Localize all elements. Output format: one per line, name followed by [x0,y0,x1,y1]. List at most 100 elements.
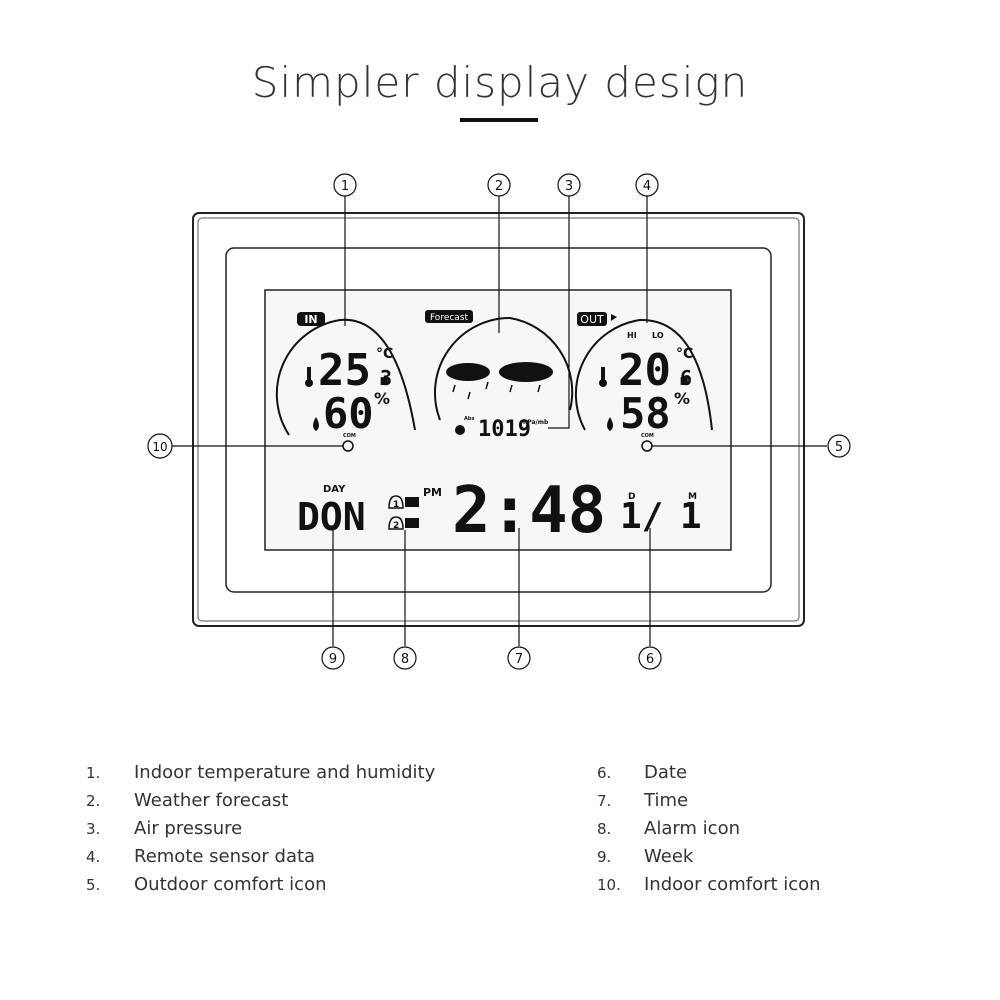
indoor-temperature-decimal: 3 [380,366,392,390]
diagram-title: Simpler display design [251,58,749,107]
clock-section: DAY DON 1 2 PM 2:48 D 1/ M 1 [297,474,702,548]
outdoor-temperature-unit: °C [676,346,693,362]
cloud-right-icon [499,362,553,382]
outdoor-arc [574,318,713,431]
legend-label: Weather forecast [134,790,289,811]
indoor-tag: IN [304,313,317,326]
lcd-screen [264,289,732,551]
callout-numbers: 1 2 3 4 5 6 7 8 9 10 [152,179,843,667]
legend-left: 1. Indoor temperature and humidity 2. We… [86,762,506,902]
callout-8: 8 [401,652,409,667]
outdoor-humidity-drop-icon [607,417,613,431]
indoor-temperature: 25. [318,345,397,396]
time-value: 2:48 [452,474,606,548]
ampm-label: PM [423,486,442,499]
legend-label: Indoor comfort icon [644,874,821,895]
callout-3: 3 [565,179,573,194]
forecast-tag-bg [425,310,473,323]
weekday-value: DON [297,495,366,539]
callout-10: 10 [152,440,167,454]
alarm-1-number: 1 [393,500,399,510]
alarm-1-segment-icon [405,497,419,507]
callout-7: 7 [515,652,523,667]
legend-number: 4. [86,848,101,866]
legend-item: 1. Indoor temperature and humidity [86,762,506,790]
outdoor-humidity: 58 [620,389,671,438]
callouts [172,196,827,646]
date-day-label: D [628,492,635,502]
outdoor-thermometer-bulb-icon [599,379,607,387]
legend-number: 8. [597,820,612,838]
indoor-section: IN 25. 3 °C 60 % COM [275,312,416,452]
alarm-2-number: 2 [393,521,399,531]
outdoor-temperature-decimal: 6 [680,366,692,390]
legend-item: 2. Weather forecast [86,790,506,818]
outdoor-temperature: 20. [618,345,697,396]
legend-label: Remote sensor data [134,846,316,867]
thermometer-bulb-icon [305,379,313,387]
legend-right: 6. Date 7. Time 8. Alarm icon 9. Week 10… [597,762,977,902]
forecast-tag: Forecast [430,313,469,323]
pressure-gauge-icon [455,425,465,435]
legend-label: Indoor temperature and humidity [134,762,436,783]
legend-label: Air pressure [134,818,243,839]
outdoor-tag-bg [577,312,607,326]
indoor-arc [275,318,416,436]
alarm-icons: 1 2 [388,495,419,531]
callout-9: 9 [329,652,337,667]
signal-icon [611,314,617,321]
legend-label: Time [644,790,689,811]
pressure-prefix: Abs [464,416,474,422]
alarm-1-bell-icon [388,495,404,509]
callout-5: 5 [835,440,843,455]
legend-number: 10. [597,876,621,894]
indoor-humidity: 60 [323,389,374,438]
callout-1: 1 [341,179,349,194]
legend-number: 9. [597,848,612,866]
legend-item: 3. Air pressure [86,818,506,846]
forecast-arc [433,316,574,421]
legend-label: Outdoor comfort icon [134,874,327,895]
indoor-humidity-unit: % [374,389,390,408]
cloud-left-icon [446,363,490,381]
legend-number: 2. [86,792,101,810]
callout-6: 6 [646,652,654,667]
rain-drops-icon [452,381,541,400]
legend-item: 4. Remote sensor data [86,846,506,874]
legend-number: 6. [597,764,612,782]
outdoor-comfort-label: COM [641,433,654,439]
title-underline [460,118,538,122]
outdoor-lo-label: LO [652,331,664,340]
legend-number: 5. [86,876,101,894]
thermometer-icon [307,367,311,381]
indoor-comfort-label: COM [343,433,356,439]
pressure-unit: hPa/mb [523,419,549,426]
pressure-value: 1019 [478,417,531,442]
legend-label: Alarm icon [644,818,741,839]
alarm-2-bell-icon [388,516,404,530]
legend-item: 6. Date [597,762,977,790]
legend-item: 5. Outdoor comfort icon [86,874,506,902]
legend-item: 10. Indoor comfort icon [597,874,977,902]
outdoor-thermometer-icon [601,367,605,381]
callout-4: 4 [643,179,651,194]
outdoor-section: OUT HI LO 20. 6 °C 58 % COM [574,312,713,452]
legend-item: 8. Alarm icon [597,818,977,846]
outdoor-tag: OUT [580,313,604,326]
indoor-tag-bg [297,312,325,326]
forecast-section: Forecast Abs 1019 hPa/mb [425,310,574,442]
legend-label: Date [644,762,688,783]
legend-number: 1. [86,764,101,782]
legend-item: 7. Time [597,790,977,818]
legend-item: 9. Week [597,846,977,874]
date-month-label: M [688,492,697,502]
day-label: DAY [323,484,346,495]
legend-label: Week [644,846,694,867]
legend-number: 7. [597,792,612,810]
alarm-2-segment-icon [405,518,419,528]
outdoor-hi-label: HI [627,331,637,340]
date-month-value: 1 [680,496,702,537]
date-day-value: 1/ [620,496,663,537]
callout-circles [147,173,851,670]
